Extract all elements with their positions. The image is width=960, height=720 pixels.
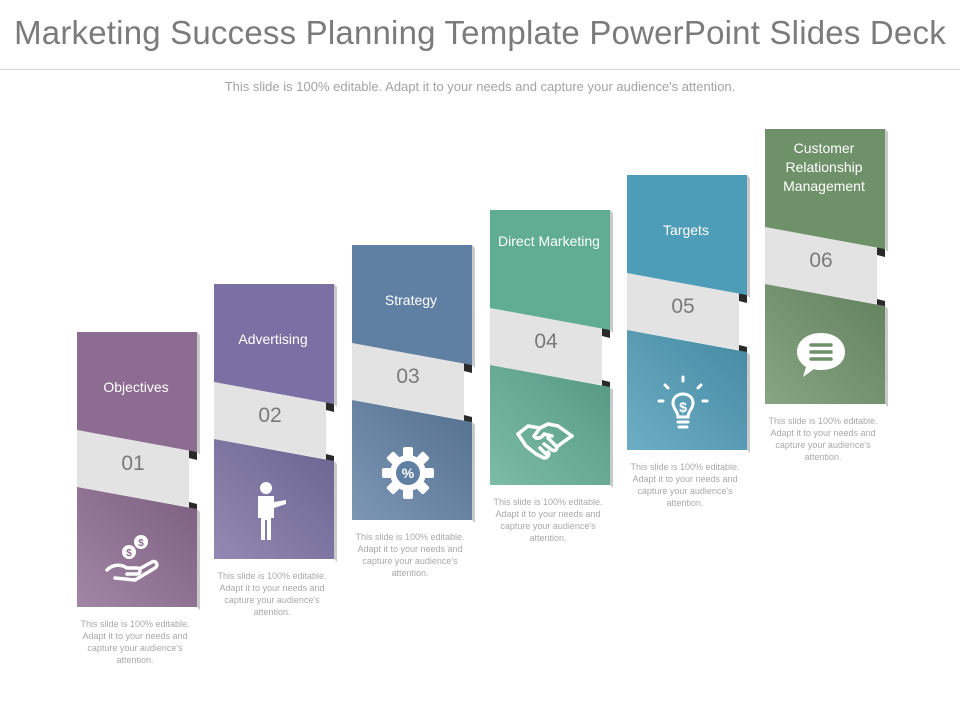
step-description: This slide is 100% editable. Adapt it to… <box>355 532 465 578</box>
step-fold-top <box>189 450 197 460</box>
step-fold-top <box>326 402 334 412</box>
step-label: Direct Marketing <box>498 233 600 249</box>
step-label: Strategy <box>384 292 438 308</box>
title-divider <box>0 69 960 70</box>
step-fold-top <box>877 247 885 257</box>
svg-text:%: % <box>402 465 415 481</box>
step-icon-panel <box>627 330 747 450</box>
step-shape <box>77 332 200 610</box>
handshake-icon <box>516 422 574 460</box>
step-fold-top <box>739 293 747 303</box>
step-description: This slide is 100% editable. Adapt it to… <box>80 619 190 665</box>
step-number-band <box>77 430 189 507</box>
step-label-panel <box>352 245 472 365</box>
step-number-band <box>352 343 464 420</box>
step-label-panel <box>765 129 885 249</box>
step-number: 04 <box>534 330 558 353</box>
step-description: This slide is 100% editable. Adapt it to… <box>768 416 878 462</box>
chat-icon <box>797 333 845 377</box>
step-number-band <box>765 227 877 304</box>
step-number-band <box>490 308 602 385</box>
svg-text:$: $ <box>138 538 144 549</box>
lightbulb-icon: $ <box>657 375 709 429</box>
money-hand-icon: $$ <box>105 535 159 582</box>
step-label-panel <box>77 332 197 452</box>
step-shape <box>627 175 750 453</box>
step-number: 03 <box>396 365 420 388</box>
step-number-band <box>214 382 326 459</box>
gear-icon: % <box>382 447 434 499</box>
step-label-panel <box>627 175 747 295</box>
step-label-panel <box>214 284 334 404</box>
step-shape <box>214 284 337 562</box>
step-description: This slide is 100% editable. Adapt it to… <box>630 462 740 508</box>
step-number: 06 <box>809 249 833 272</box>
svg-text:$: $ <box>126 548 132 559</box>
step-description: This slide is 100% editable. Adapt it to… <box>217 571 327 617</box>
step-label-panel <box>490 210 610 330</box>
step-description: This slide is 100% editable. Adapt it to… <box>493 497 603 543</box>
step-shape <box>352 245 475 523</box>
step-number: 05 <box>671 295 695 318</box>
step-label: Advertising <box>238 331 308 347</box>
slide-subtitle: This slide is 100% editable. Adapt it to… <box>224 79 736 94</box>
step-fold-top <box>602 328 610 338</box>
step-03: Strategy 03% This slide is 100% editable. … <box>352 245 475 578</box>
step-label: Customer Relationship Management <box>783 140 865 194</box>
step-label: Targets <box>663 222 709 238</box>
slide-title: Marketing Success Planning Template Powe… <box>14 14 946 51</box>
step-number-band <box>627 273 739 350</box>
step-number: 01 <box>121 452 145 475</box>
svg-text:$: $ <box>679 399 687 415</box>
presenter-icon <box>258 482 286 540</box>
step-fold-top <box>464 363 472 373</box>
step-number: 02 <box>258 404 282 427</box>
step-05: Targets 05 $ This slide is 100% editable. A… <box>627 175 750 508</box>
step-label: Objectives <box>103 379 169 395</box>
